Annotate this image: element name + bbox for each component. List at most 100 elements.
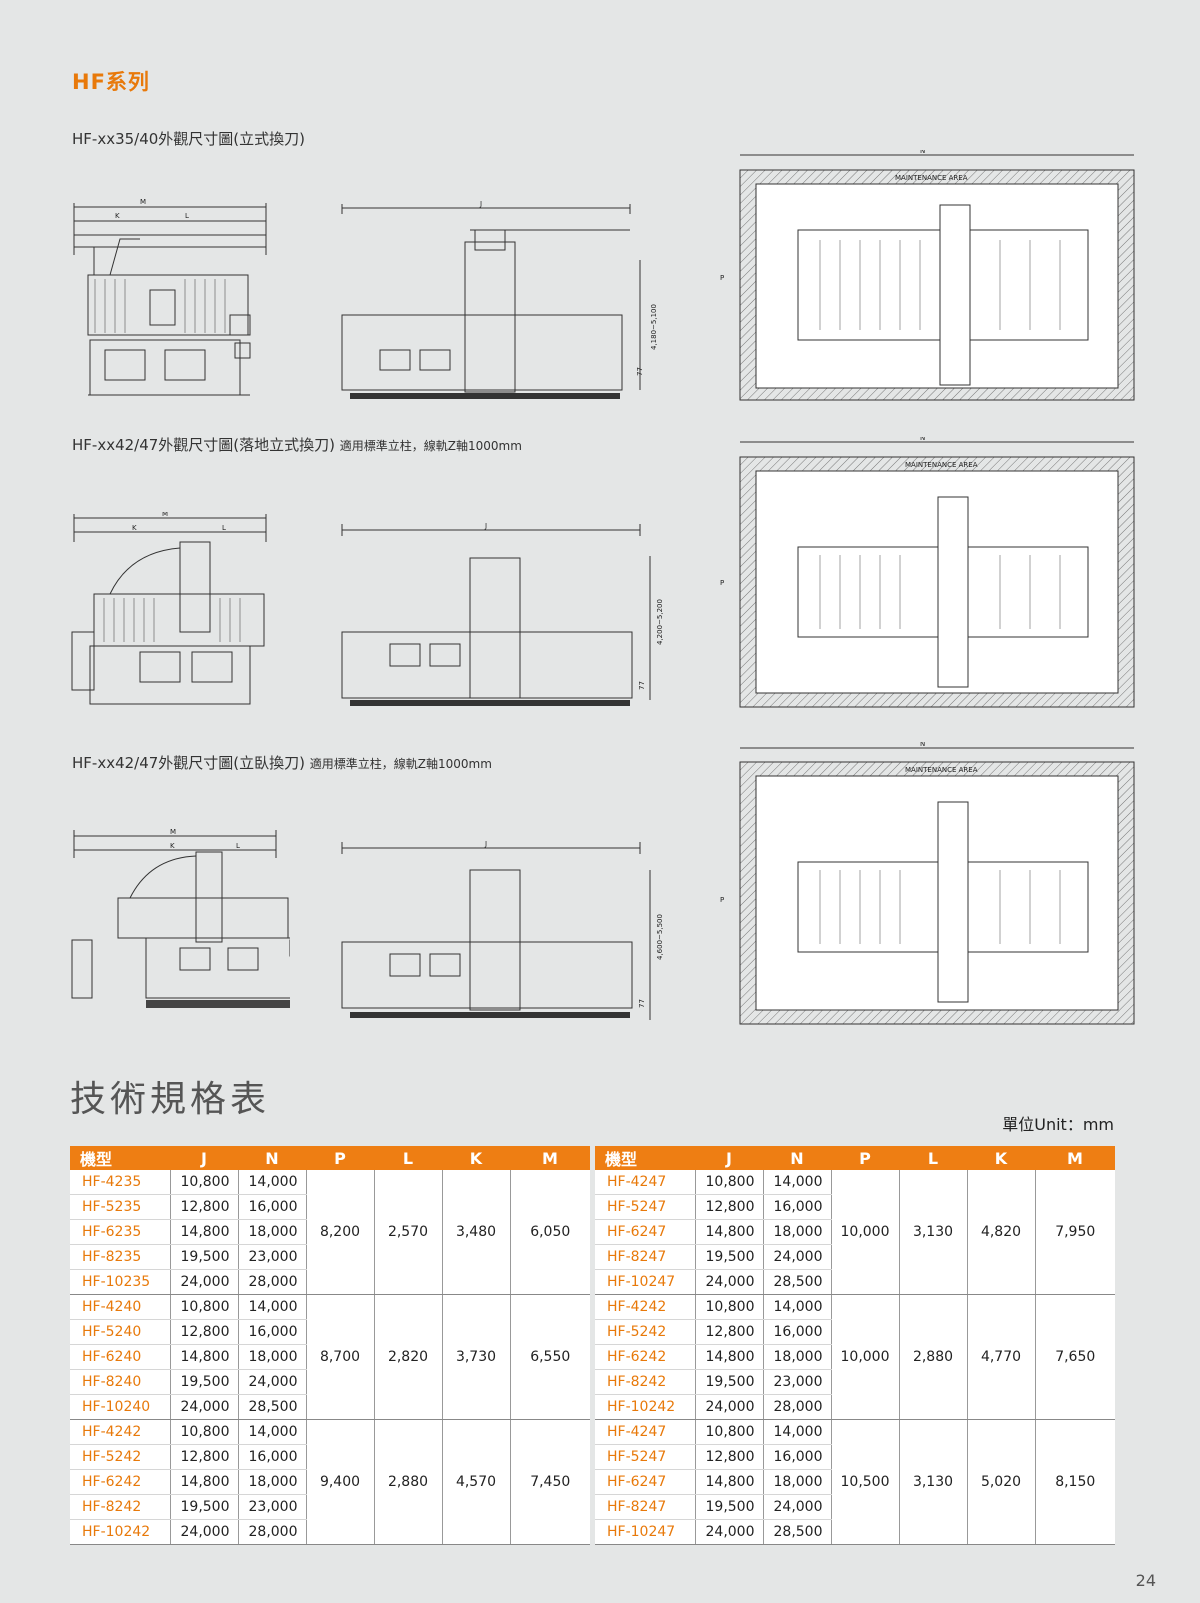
n-cell: 14,000 (763, 1419, 832, 1445)
n-cell: 18,000 (238, 1219, 307, 1245)
j-cell: 19,500 (170, 1494, 239, 1520)
dim-m-label-3: M (170, 828, 176, 836)
height-label-2: 4,200~5,200 (656, 599, 664, 645)
n-cell: 16,000 (763, 1319, 832, 1345)
col-header-p: P (306, 1146, 374, 1170)
j-cell: 19,500 (170, 1244, 239, 1270)
col-header-m: M (1035, 1146, 1115, 1170)
model-cell: HF-6235 (70, 1219, 171, 1245)
p-cell: 10,000 (831, 1170, 900, 1295)
k-cell: 4,770 (967, 1294, 1036, 1420)
n-cell: 18,000 (763, 1219, 832, 1245)
dim-l-label: L (185, 212, 189, 220)
dim-p-label-2: P (720, 579, 724, 587)
col-header-n: N (763, 1146, 831, 1170)
model-cell: HF-8247 (595, 1244, 696, 1270)
front-view-drawing-2: M K L (71, 512, 267, 705)
col-header-model: 機型 (595, 1146, 695, 1170)
top-view-drawing-2: N MAINTENANCE AREA P (720, 437, 1135, 708)
model-cell: HF-6240 (70, 1344, 171, 1370)
model-cell: HF-8242 (595, 1369, 696, 1395)
j-cell: 14,800 (170, 1344, 239, 1370)
model-cell: HF-8240 (70, 1369, 171, 1395)
k-cell: 4,570 (442, 1419, 511, 1545)
section-title-2: HF-xx42/47外觀尺寸圖(落地立式換刀) 適用標準立柱，線軌Z軸1000m… (72, 434, 522, 455)
unit-label: 單位Unit：mm (1002, 1115, 1114, 1134)
col-header-model: 機型 (70, 1146, 170, 1170)
n-cell: 28,000 (238, 1269, 307, 1295)
dim-m-label: M (140, 198, 146, 206)
col-header-n: N (238, 1146, 306, 1170)
dim-p-label-3: P (720, 896, 724, 904)
m-cell: 8,150 (1035, 1419, 1115, 1545)
n-cell: 14,000 (763, 1170, 832, 1195)
j-cell: 14,800 (695, 1344, 764, 1370)
col-header-p: P (831, 1146, 899, 1170)
n-cell: 14,000 (238, 1170, 307, 1195)
j-cell: 14,800 (170, 1219, 239, 1245)
n-cell: 24,000 (763, 1244, 832, 1270)
model-cell: HF-6242 (70, 1469, 171, 1495)
j-cell: 14,800 (695, 1219, 764, 1245)
m-cell: 7,650 (1035, 1294, 1115, 1420)
j-cell: 19,500 (695, 1369, 764, 1395)
m-cell: 7,450 (510, 1419, 590, 1545)
j-cell: 24,000 (170, 1519, 239, 1545)
model-cell: HF-8247 (595, 1494, 696, 1520)
dim-k-label: K (115, 212, 120, 220)
top-view-drawing-1: N MAINTENANCE AREA P (720, 150, 1135, 401)
spec-table-title: 技術規格表 (70, 1079, 271, 1120)
dim-n-label: N (920, 150, 925, 155)
model-cell: HF-6247 (595, 1219, 696, 1245)
dim-n-label-2: N (920, 437, 925, 442)
model-cell: HF-4235 (70, 1170, 171, 1195)
n-cell: 28,500 (763, 1269, 832, 1295)
maintenance-area-label-3: MAINTENANCE AREA (905, 766, 978, 774)
n-cell: 23,000 (238, 1494, 307, 1520)
n-cell: 14,000 (238, 1294, 307, 1320)
dim-k-label-2: K (132, 524, 137, 532)
model-cell: HF-4242 (595, 1294, 696, 1320)
dim-p-label: P (720, 274, 724, 282)
j-cell: 10,800 (170, 1294, 239, 1320)
dim-n-label-3: N (920, 742, 925, 748)
section-title-2-note: 適用標準立柱，線軌Z軸1000mm (339, 439, 522, 453)
k-cell: 4,820 (967, 1170, 1036, 1295)
col-header-k: K (967, 1146, 1035, 1170)
n-cell: 24,000 (763, 1494, 832, 1520)
model-cell: HF-10242 (595, 1394, 696, 1420)
model-cell: HF-5247 (595, 1444, 696, 1470)
model-cell: HF-8242 (70, 1494, 171, 1520)
j-cell: 19,500 (695, 1244, 764, 1270)
page-number: 24 (1135, 1571, 1156, 1590)
j-cell: 10,800 (170, 1419, 239, 1445)
j-cell: 12,800 (695, 1319, 764, 1345)
model-cell: HF-5242 (70, 1444, 171, 1470)
k-cell: 3,730 (442, 1294, 511, 1420)
j-cell: 19,500 (695, 1494, 764, 1520)
j-cell: 24,000 (695, 1519, 764, 1545)
model-cell: HF-5240 (70, 1319, 171, 1345)
col-header-l: L (374, 1146, 442, 1170)
dim-j-label-3: J (484, 840, 487, 848)
col-header-l: L (899, 1146, 967, 1170)
j-cell: 10,800 (695, 1419, 764, 1445)
